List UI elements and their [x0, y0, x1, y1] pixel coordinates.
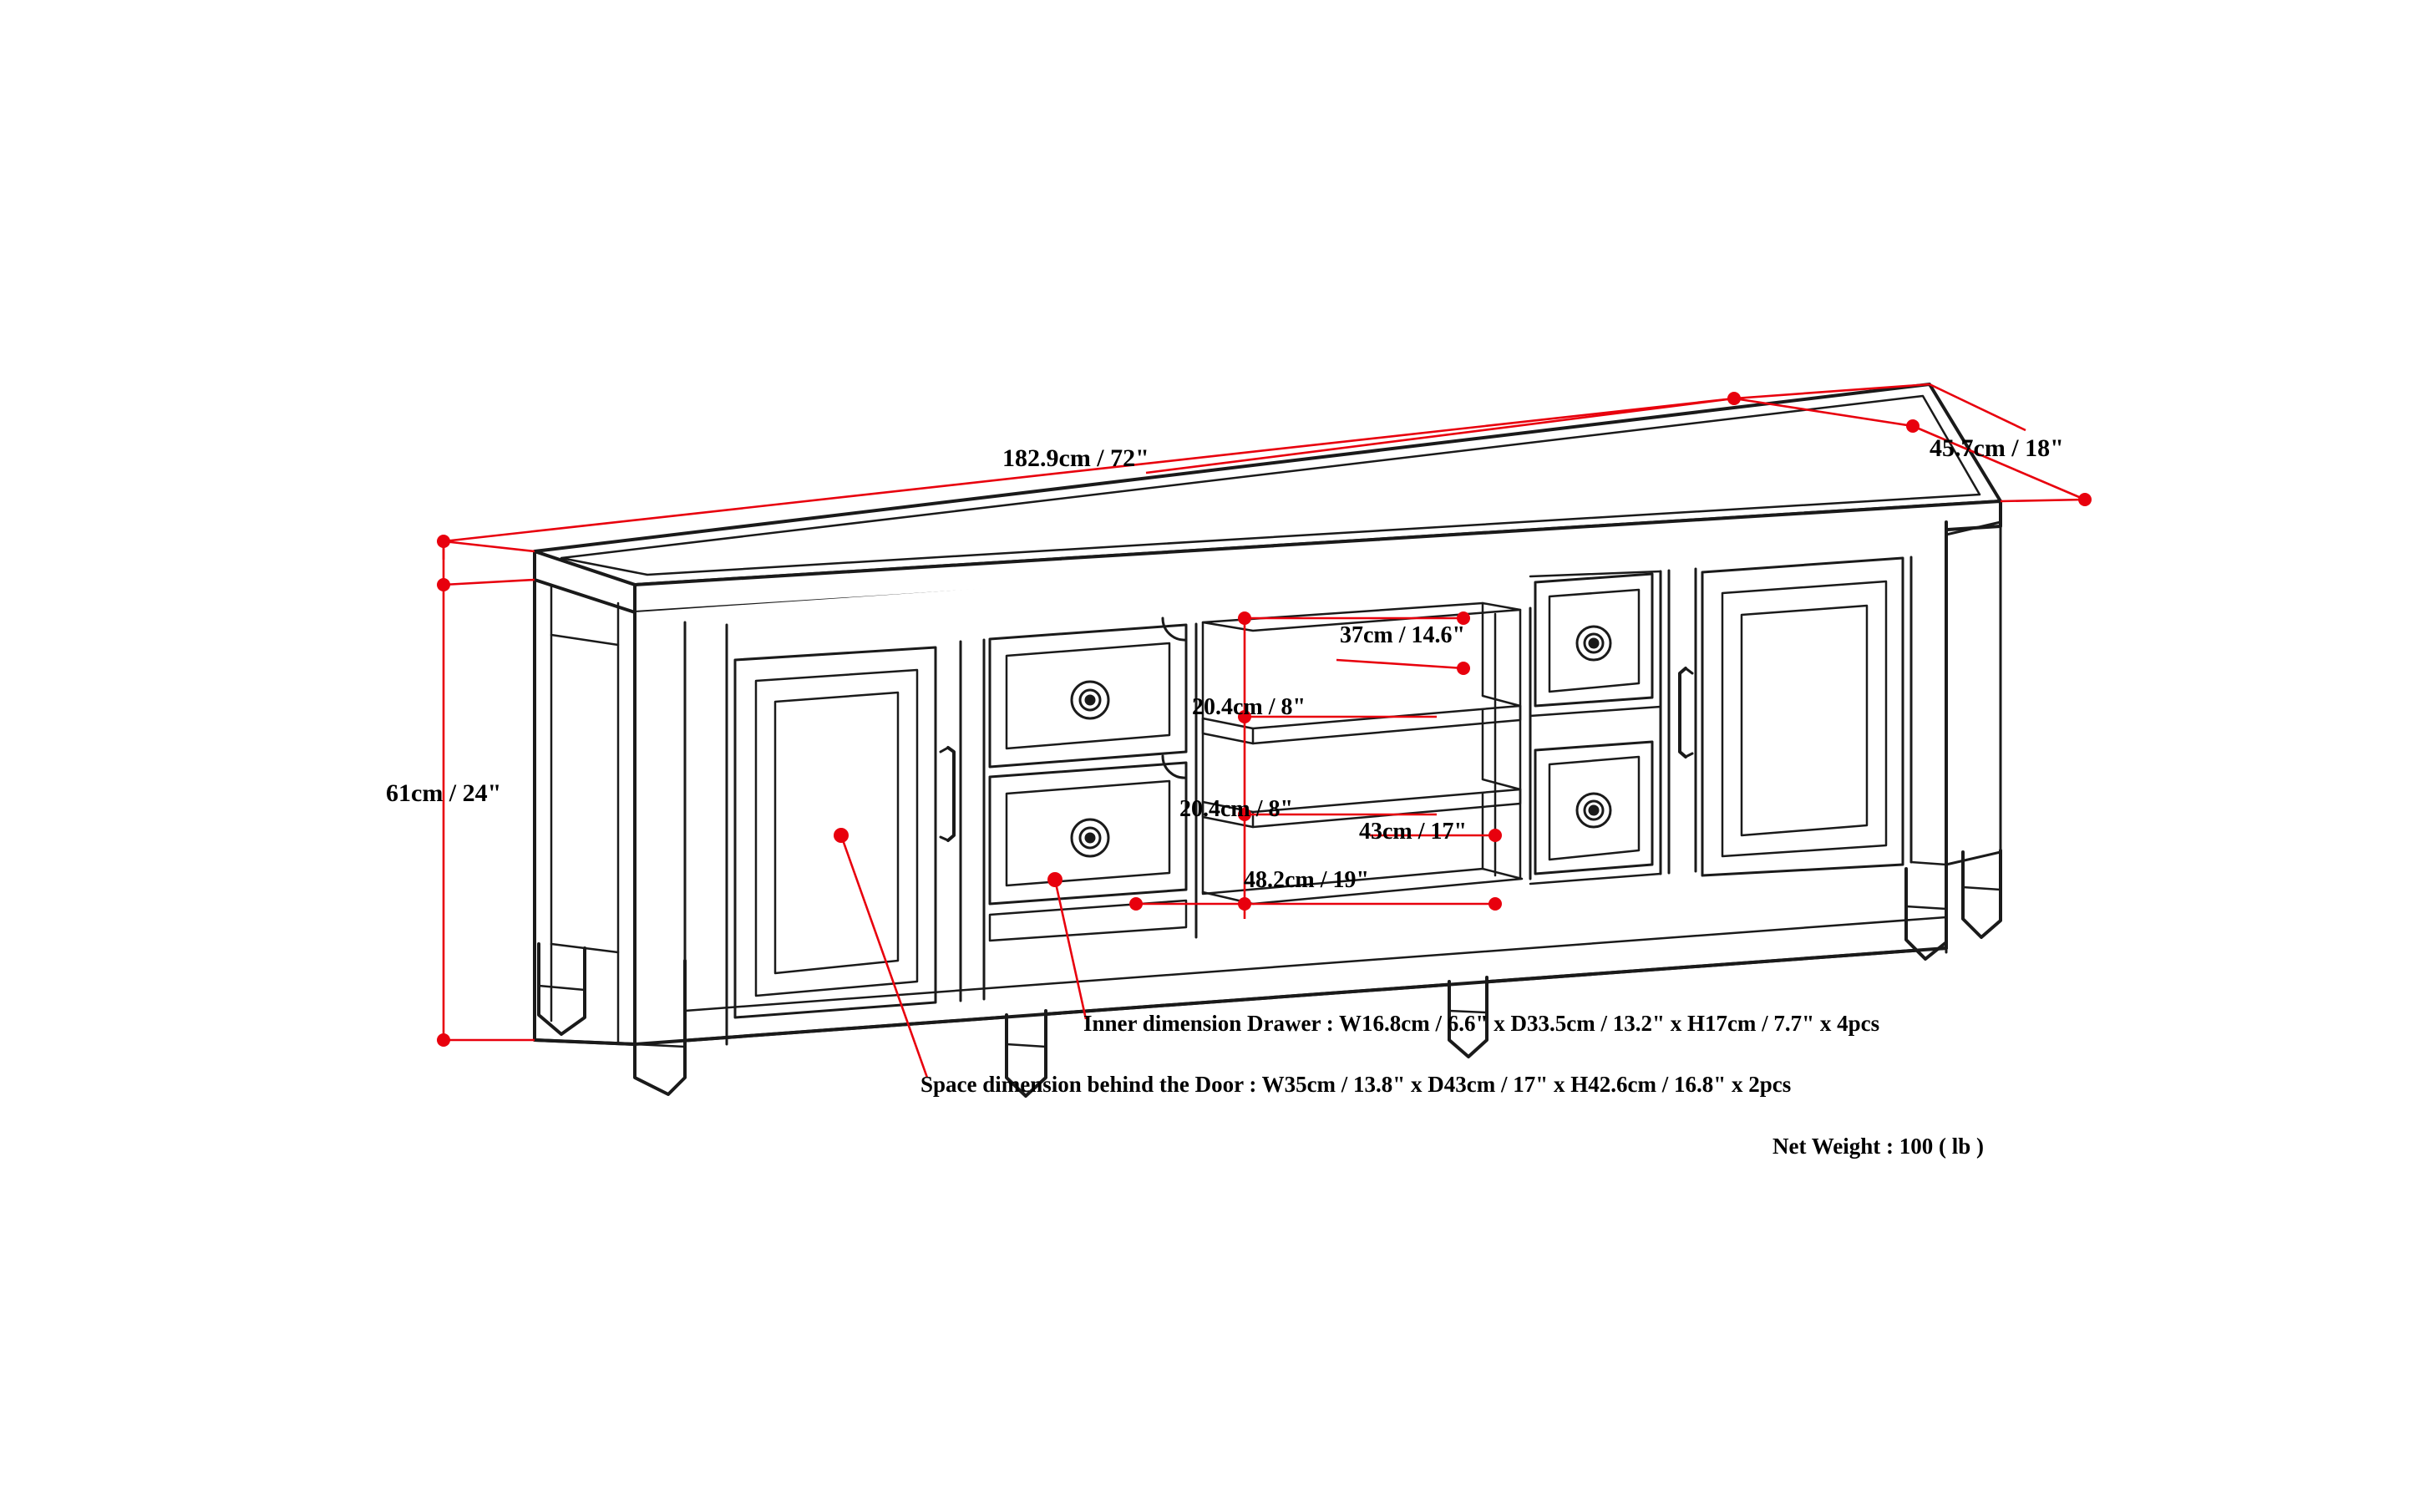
dimension-label-width: 182.9cm / 72" [1002, 444, 1149, 472]
dimension-label-shelf-depth: 43cm / 17" [1359, 819, 1468, 845]
dimension-label-upper-shelf-height: 20.4cm / 8" [1192, 694, 1306, 720]
dimension-label-depth: 45.7cm / 18" [1930, 434, 2064, 462]
dimension-label-height: 61cm / 24" [386, 779, 502, 807]
dimension-endpoints [437, 392, 2092, 1047]
dimension-label-open-shelf-depth: 37cm / 14.6" [1340, 622, 1466, 648]
note-net-weight: Net Weight : 100 ( lb ) [1772, 1134, 1984, 1159]
dimension-label-lower-shelf-height: 20.4cm / 8" [1179, 796, 1294, 822]
note-drawer-inner-dimension: Inner dimension Drawer : W16.8cm / 6.6" … [1083, 1011, 1880, 1036]
cabinet-outline [533, 383, 2002, 1098]
note-door-space-dimension: Space dimension behind the Door : W35cm … [920, 1072, 1792, 1097]
dimension-label-shelf-width: 48.2cm / 19" [1244, 867, 1370, 893]
